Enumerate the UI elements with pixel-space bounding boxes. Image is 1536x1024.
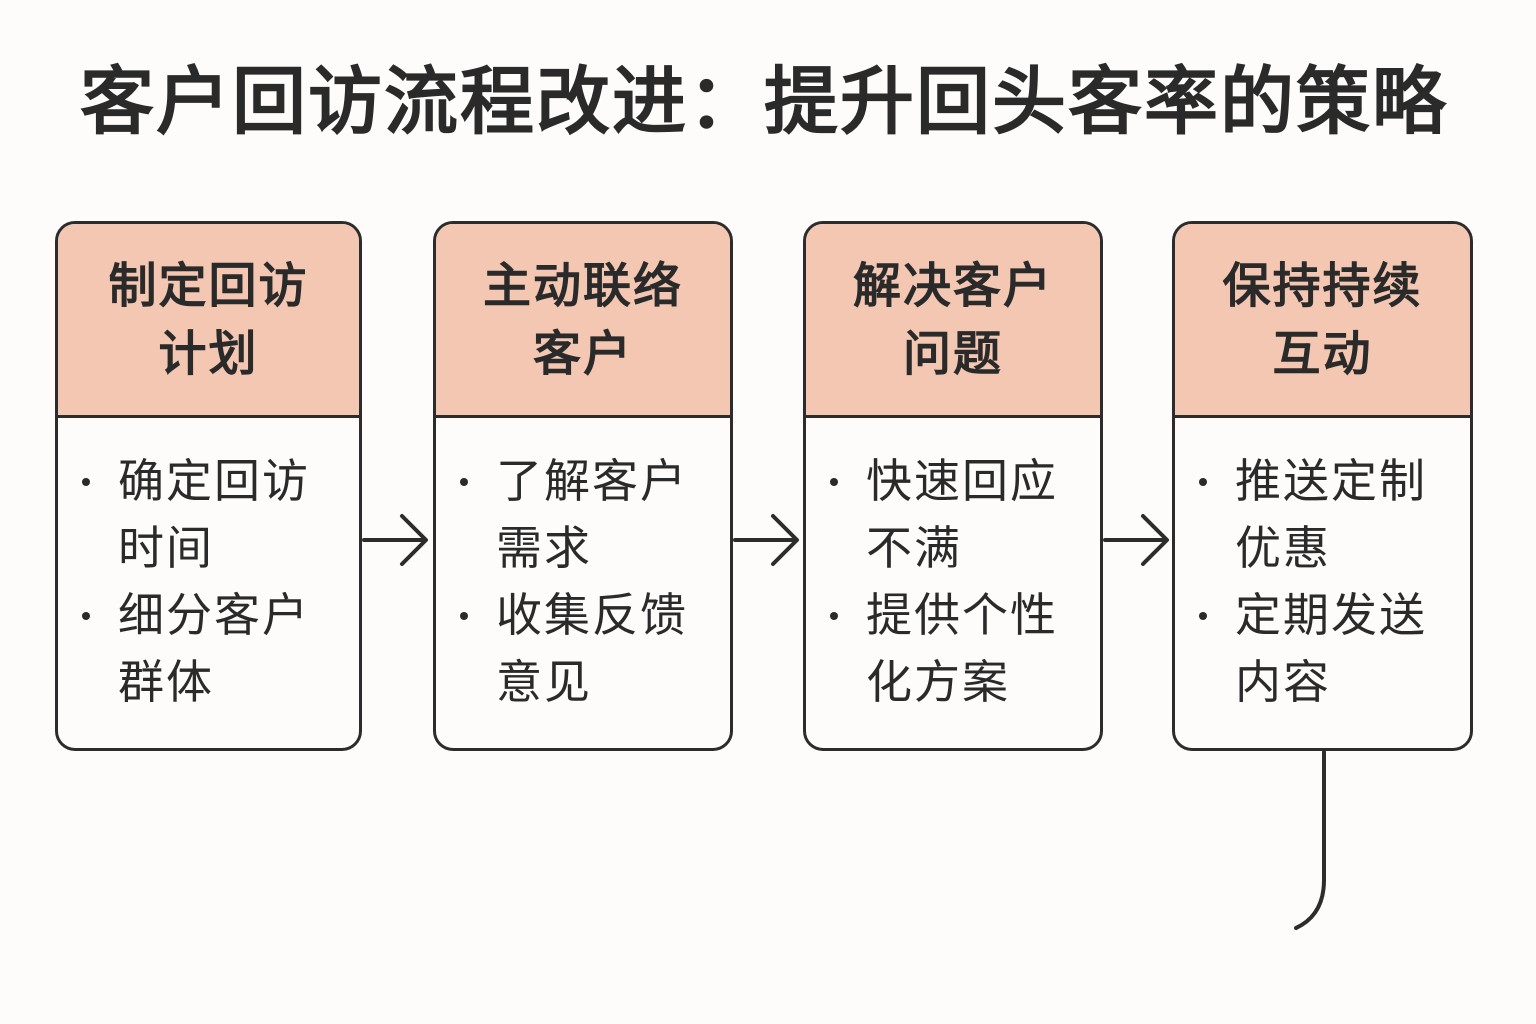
- bullet-dot-icon: [830, 612, 838, 620]
- step-4-item-2: 定期发送内容: [1199, 582, 1470, 716]
- arrow-right-icon-3: [1103, 514, 1169, 566]
- arrow-right-icon-1: [362, 514, 428, 566]
- bullet-dot-icon: [830, 478, 838, 486]
- step-title-4: 保持持续互动: [1222, 257, 1423, 382]
- step-4-item-1: 推送定制优惠: [1199, 448, 1470, 582]
- step-3-item-2-text: 提供个性化方案: [866, 588, 1058, 709]
- step-body-4: 推送定制优惠 定期发送内容: [1175, 418, 1470, 716]
- flow-connector-line: [1294, 750, 1326, 930]
- step-title-2: 主动联络客户: [482, 257, 683, 382]
- step-4-item-2-text: 定期发送内容: [1235, 588, 1427, 709]
- step-4-item-1-text: 推送定制优惠: [1235, 454, 1427, 575]
- step-body-2: 了解客户需求 收集反馈意见: [436, 418, 730, 716]
- step-header-3: 解决客户问题: [806, 224, 1100, 418]
- step-card-2: 主动联络客户 了解客户需求 收集反馈意见: [433, 221, 733, 751]
- bullet-dot-icon: [82, 478, 90, 486]
- step-body-1: 确定回访时间 细分客户群体: [58, 418, 359, 716]
- arrow-right-icon-2: [733, 514, 799, 566]
- step-1-item-2-text: 细分客户群体: [118, 588, 310, 709]
- bullet-dot-icon: [460, 478, 468, 486]
- step-3-item-2: 提供个性化方案: [830, 582, 1100, 716]
- step-1-item-1: 确定回访时间: [82, 448, 359, 582]
- bullet-dot-icon: [82, 612, 90, 620]
- bullet-dot-icon: [460, 612, 468, 620]
- page-title: 客户回访流程改进：提升回头客率的策略: [80, 59, 1448, 145]
- step-1-item-1-text: 确定回访时间: [118, 454, 310, 575]
- step-body-3: 快速回应不满 提供个性化方案: [806, 418, 1100, 716]
- step-2-item-2-text: 收集反馈意见: [496, 588, 688, 709]
- step-2-item-2: 收集反馈意见: [460, 582, 730, 716]
- step-title-1: 制定回访计划: [108, 257, 309, 382]
- bullet-dot-icon: [1199, 478, 1207, 486]
- step-3-item-1: 快速回应不满: [830, 448, 1100, 582]
- step-2-item-1: 了解客户需求: [460, 448, 730, 582]
- step-card-4: 保持持续互动 推送定制优惠 定期发送内容: [1172, 221, 1473, 751]
- bullet-dot-icon: [1199, 612, 1207, 620]
- step-header-2: 主动联络客户: [436, 224, 730, 418]
- step-2-item-1-text: 了解客户需求: [496, 454, 688, 575]
- step-card-3: 解决客户问题 快速回应不满 提供个性化方案: [803, 221, 1103, 751]
- step-1-item-2: 细分客户群体: [82, 582, 359, 716]
- step-header-1: 制定回访计划: [58, 224, 359, 418]
- step-card-1: 制定回访计划 确定回访时间 细分客户群体: [55, 221, 362, 751]
- step-title-3: 解决客户问题: [852, 257, 1053, 382]
- step-header-4: 保持持续互动: [1175, 224, 1470, 418]
- step-3-item-1-text: 快速回应不满: [866, 454, 1058, 575]
